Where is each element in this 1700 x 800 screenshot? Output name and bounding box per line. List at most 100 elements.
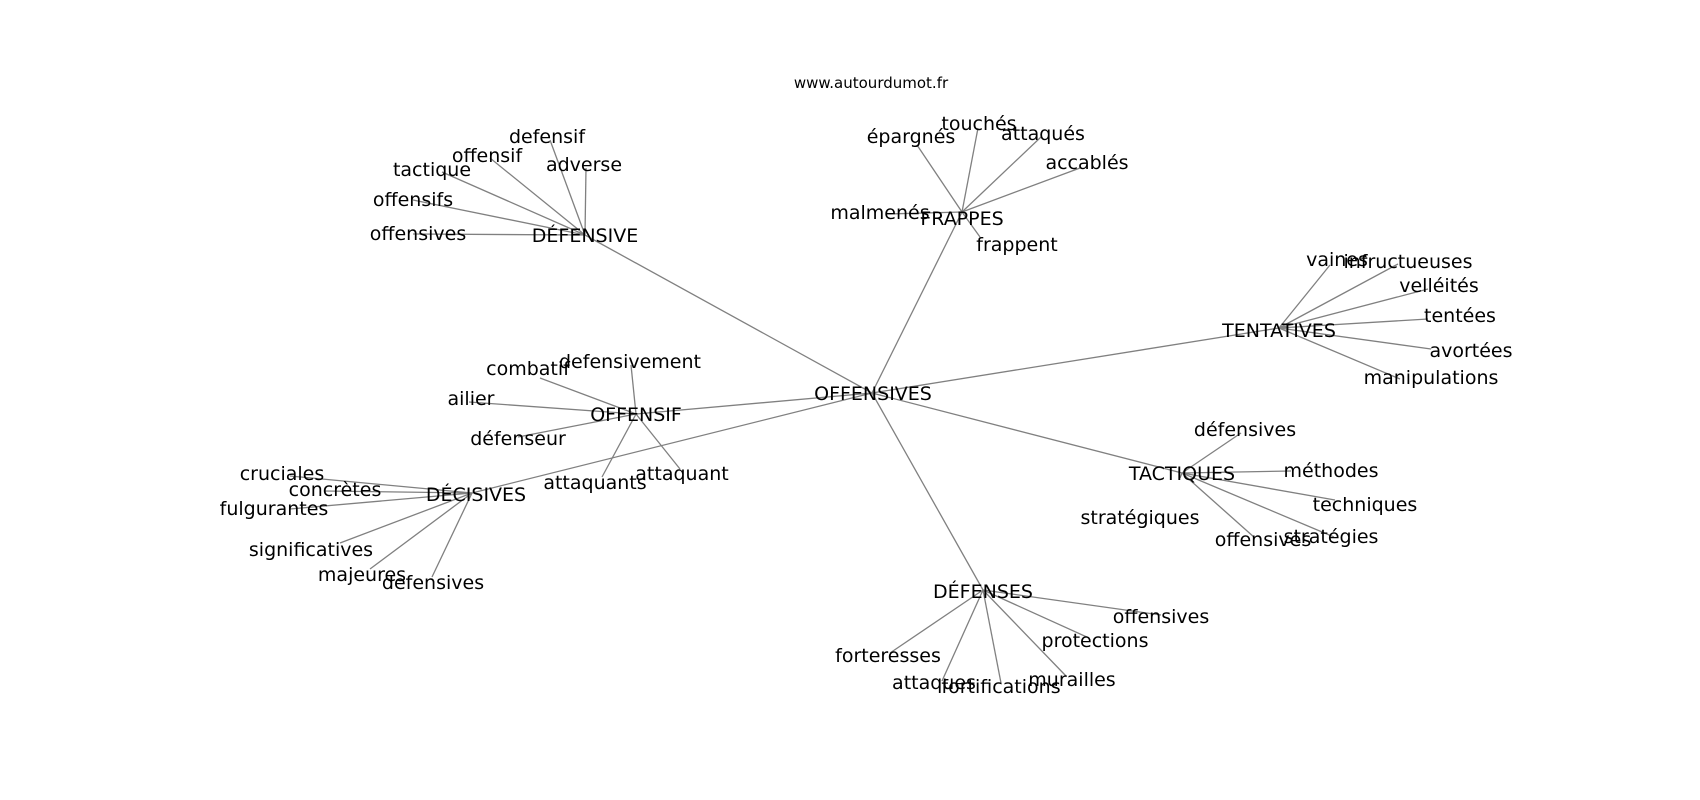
leaf-node-offensif-defensivement[interactable]: defensivement [559, 351, 701, 373]
hub-node-frappes[interactable]: FRAPPES [920, 208, 1003, 230]
leaf-node-defensive-defensif[interactable]: defensif [509, 126, 586, 148]
leaf-node-defensive-offensives[interactable]: offensives [370, 223, 466, 245]
edge-defenses-murailles [982, 589, 1067, 677]
edge-defenses-fortifications [982, 589, 1002, 684]
edge-offensif-defenseur [517, 413, 637, 438]
edge-defensive-offensives [412, 233, 586, 236]
edge-decisives-majeures [369, 492, 473, 570]
edge-tentatives-infructueuses [1278, 263, 1399, 329]
leaf-node-defenses-attaques[interactable]: attaques [892, 672, 976, 694]
leaf-node-frappes-attaques[interactable]: attaqués [1001, 123, 1085, 145]
edge-defensive-offensif [489, 157, 586, 236]
leaf-node-offensif-attaquant[interactable]: attaquant [635, 463, 728, 485]
edge-root-tactiques [871, 392, 1183, 474]
edge-offensif-defensivement [630, 364, 637, 415]
leaf-node-defensive-offensif[interactable]: offensif [452, 145, 524, 167]
edge-offensif-ailier [468, 401, 637, 415]
leaf-node-frappes-touches[interactable]: touchés [941, 113, 1016, 135]
hub-node-tentatives[interactable]: TENTATIVES [1221, 320, 1336, 342]
leaf-node-frappes-malmenes[interactable]: malmenés [830, 202, 929, 224]
edge-tentatives-avortees [1278, 327, 1432, 350]
edge-offensif-combatif [539, 377, 637, 415]
edge-defensive-tactique [441, 171, 586, 236]
leaf-node-frappes-accables[interactable]: accablés [1045, 152, 1128, 174]
edge-frappes-frappent [961, 211, 981, 238]
hub-node-defenses[interactable]: DÉFENSES [933, 580, 1033, 603]
leaf-node-defenses-offensives[interactable]: offensives [1113, 606, 1209, 628]
site-watermark: www.autourdumot.fr [794, 74, 949, 92]
edge-offensif-attaquants [601, 413, 637, 478]
hub-node-defensive[interactable]: DÉFENSIVE [532, 224, 638, 247]
leaf-node-tentatives-tentees[interactable]: tentées [1424, 305, 1496, 327]
edge-defenses-forteresses [889, 589, 984, 654]
edge-tactiques-strategiques [1179, 472, 1183, 479]
leaf-node-frappes-epargnes[interactable]: épargnés [867, 126, 956, 148]
edge-tactiques-offensives [1181, 472, 1256, 539]
leaf-node-defenses-fortifications[interactable]: fortifications [941, 676, 1060, 698]
leaf-node-tactiques-strategiques[interactable]: stratégiques [1081, 507, 1200, 529]
edge-frappes-touches [961, 127, 979, 213]
edge-tentatives-velleites [1278, 288, 1429, 329]
hub-node-tactiques[interactable]: TACTIQUES [1128, 463, 1235, 485]
labels-layer: www.autourdumot.fr OFFENSIVES DÉFENSIVE de… [220, 74, 1513, 698]
leaf-node-tentatives-avortees[interactable]: avortées [1429, 340, 1512, 362]
edge-frappes-epargnes [916, 144, 963, 213]
leaf-node-decisives-defensives[interactable]: defensives [382, 572, 484, 594]
leaf-node-decisives-cruciales[interactable]: cruciales [240, 463, 325, 485]
leaf-node-tactiques-techniques[interactable]: techniques [1313, 494, 1418, 516]
leaf-node-offensif-attaquants[interactable]: attaquants [543, 472, 646, 494]
leaf-node-decisives-significatives[interactable]: significatives [249, 539, 373, 561]
hub-node-decisives[interactable]: DÉCISIVES [426, 483, 526, 506]
leaf-node-tentatives-vaines[interactable]: vaines [1306, 249, 1368, 271]
edge-frappes-accables [961, 167, 1081, 213]
leaf-node-frappes-frappent[interactable]: frappent [976, 234, 1057, 256]
leaf-node-defenses-forteresses[interactable]: forteresses [835, 645, 941, 667]
edges-layer [289, 127, 1432, 684]
leaf-node-defenses-protections[interactable]: protections [1042, 630, 1149, 652]
edge-defensive-offensifs [412, 199, 586, 236]
hub-node-offensif[interactable]: OFFENSIF [590, 404, 682, 426]
edge-root-tentatives [871, 327, 1280, 394]
edge-tentatives-tentees [1278, 318, 1429, 329]
root-node-label[interactable]: OFFENSIVES [814, 383, 932, 405]
leaf-node-decisives-concretes[interactable]: concrètes [289, 479, 382, 501]
edge-tactiques-methodes [1181, 470, 1292, 474]
edge-defensive-adverse [584, 167, 587, 236]
leaf-node-tentatives-manipulations[interactable]: manipulations [1364, 367, 1499, 389]
leaf-node-offensif-ailier[interactable]: ailier [448, 388, 495, 410]
edge-root-defensive [584, 234, 873, 394]
leaf-node-tactiques-defensives[interactable]: défensives [1194, 419, 1296, 441]
edge-root-frappes [871, 211, 963, 394]
edge-decisives-concretes [323, 490, 473, 494]
edge-root-offensif [635, 392, 873, 415]
edge-offensif-attaquant [635, 413, 681, 470]
leaf-node-tentatives-infructueuses[interactable]: infructueuses [1343, 251, 1472, 273]
edge-frappes-attaques [961, 136, 1042, 213]
edge-decisives-cruciales [289, 475, 473, 494]
edge-decisives-fulgurantes [289, 492, 473, 510]
leaf-node-tentatives-velleites[interactable]: velléités [1399, 275, 1479, 297]
leaf-node-decisives-majeures[interactable]: majeures [318, 564, 406, 586]
edge-tentatives-manipulations [1278, 327, 1401, 380]
leaf-node-tactiques-methodes[interactable]: méthodes [1284, 460, 1379, 482]
edge-decisives-significatives [339, 492, 473, 544]
leaf-node-offensif-combatif[interactable]: combatif [486, 358, 571, 380]
edge-tactiques-techniques [1181, 472, 1336, 501]
edge-defenses-protections [982, 589, 1090, 639]
leaf-node-defensive-adverse[interactable]: adverse [546, 154, 622, 176]
leaf-node-defensive-tactique[interactable]: tactique [393, 159, 471, 181]
edge-root-decisives [471, 392, 873, 494]
edge-tactiques-strategies [1181, 472, 1335, 538]
edge-root-defenses [871, 392, 984, 591]
leaf-node-tactiques-strategies[interactable]: stratégies [1284, 526, 1379, 548]
edge-tactiques-defensives [1181, 432, 1242, 474]
edge-defensive-defensif [549, 139, 586, 236]
leaf-node-defensive-offensifs[interactable]: offensifs [373, 189, 453, 211]
edge-defenses-offensives [982, 589, 1162, 616]
leaf-node-defenses-murailles[interactable]: murailles [1028, 669, 1115, 691]
leaf-node-offensif-defenseur[interactable]: défenseur [470, 428, 566, 450]
edge-tentatives-vaines [1278, 264, 1331, 329]
leaf-node-tactiques-offensives[interactable]: offensives [1215, 529, 1311, 551]
leaf-node-decisives-fulgurantes[interactable]: fulgurantes [220, 498, 329, 520]
